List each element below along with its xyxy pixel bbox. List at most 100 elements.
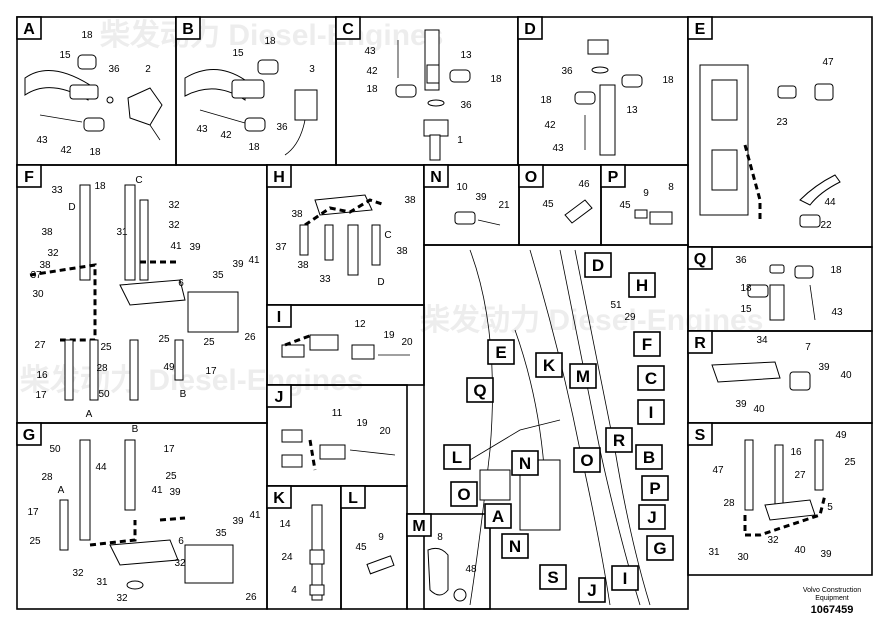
callout-o: O xyxy=(573,447,601,473)
panel-letter: J xyxy=(275,389,284,406)
callout-letter: R xyxy=(613,431,625,450)
panel-label-d: D xyxy=(517,16,543,40)
callout-letter: K xyxy=(543,356,556,375)
ref-number: 18 xyxy=(81,30,93,41)
ref-number: 42 xyxy=(544,120,556,131)
panel-frames xyxy=(16,16,873,610)
ref-number: 45 xyxy=(619,200,631,211)
ref-number: 8 xyxy=(437,532,443,543)
panel-label-a: A xyxy=(16,16,42,40)
drawing-number: 1067459 xyxy=(811,604,854,616)
ref-number: 18 xyxy=(830,265,842,276)
ref-number: 13 xyxy=(460,50,472,61)
callout-o: O xyxy=(450,481,478,507)
ref-number: B xyxy=(180,389,187,400)
ref-number: 43 xyxy=(552,143,564,154)
ref-number: 15 xyxy=(232,48,244,59)
callout-letter: I xyxy=(623,569,628,588)
ref-number: 28 xyxy=(723,498,735,509)
callout-letter: Q xyxy=(473,381,486,400)
callout-letter: J xyxy=(587,581,596,600)
ref-number: 18 xyxy=(248,142,260,153)
panel-letter: R xyxy=(694,335,706,352)
ref-number: 18 xyxy=(89,147,101,158)
callout-n: N xyxy=(501,533,529,559)
panel-label-e: E xyxy=(687,16,713,40)
ref-number: 28 xyxy=(96,363,108,374)
ref-number: 36 xyxy=(108,64,120,75)
ref-number: 32 xyxy=(47,248,59,259)
ref-number: 21 xyxy=(498,200,510,211)
panel-label-g: G xyxy=(16,422,42,446)
ref-number: 36 xyxy=(735,255,747,266)
ref-number: 6 xyxy=(178,278,184,289)
ref-number: 26 xyxy=(244,332,256,343)
ref-number: 36 xyxy=(276,122,288,133)
callout-i: I xyxy=(637,399,665,425)
callout-j: J xyxy=(578,577,606,603)
panel-label-m: M xyxy=(406,513,432,537)
ref-number: 16 xyxy=(790,447,802,458)
ref-number: 39 xyxy=(475,192,487,203)
ref-number: 31 xyxy=(116,227,128,238)
ref-number: 38 xyxy=(39,260,51,271)
ref-number: 33 xyxy=(51,185,63,196)
callout-letter: G xyxy=(653,539,666,558)
callout-letter: E xyxy=(495,343,506,362)
callout-b: B xyxy=(635,444,663,470)
ref-number: 18 xyxy=(490,74,502,85)
callout-s: S xyxy=(539,564,567,590)
ref-number: 2 xyxy=(145,64,151,75)
panel-label-l: L xyxy=(340,485,366,509)
panel-letter: H xyxy=(273,169,285,186)
panel-label-i: I xyxy=(266,304,292,328)
ref-number: 50 xyxy=(49,444,61,455)
ref-number: 39 xyxy=(818,362,830,373)
ref-number: 37 xyxy=(275,242,287,253)
panel-letter: M xyxy=(412,518,425,535)
ref-number: 19 xyxy=(356,418,368,429)
ref-number: 38 xyxy=(297,260,309,271)
panel-label-o: O xyxy=(518,164,544,188)
callout-d: D xyxy=(584,252,612,278)
ref-number: 7 xyxy=(805,342,811,353)
panel-letter: C xyxy=(342,21,354,38)
ref-number: 15 xyxy=(740,304,752,315)
ref-number: 39 xyxy=(232,259,244,270)
ref-number: 31 xyxy=(96,577,108,588)
ref-number: 38 xyxy=(291,209,303,220)
ref-number: 25 xyxy=(203,337,215,348)
callout-letter: A xyxy=(492,507,504,526)
ref-number: 43 xyxy=(196,124,208,135)
ref-number: 40 xyxy=(753,404,765,415)
ref-number: 43 xyxy=(36,135,48,146)
ref-number: 36 xyxy=(561,66,573,77)
callout-p: P xyxy=(641,475,669,501)
ref-number: 36 xyxy=(460,100,472,111)
callout-letter: H xyxy=(636,276,648,295)
ref-number: 48 xyxy=(465,564,477,575)
callout-f: F xyxy=(633,331,661,357)
ref-number: 44 xyxy=(95,462,107,473)
panel-letter: A xyxy=(23,21,35,38)
ref-number: 41 xyxy=(151,485,163,496)
brand-line-1: Volvo Construction xyxy=(803,587,861,594)
ref-number: 17 xyxy=(205,366,217,377)
ref-number: 45 xyxy=(355,542,367,553)
panel-letter: I xyxy=(277,309,281,326)
ref-number: 28 xyxy=(41,472,53,483)
ref-number: 27 xyxy=(794,470,806,481)
overview-number: 51 xyxy=(610,300,622,311)
ref-number: 34 xyxy=(756,335,768,346)
ref-number: 39 xyxy=(189,242,201,253)
ref-number: 43 xyxy=(831,307,843,318)
callout-g: G xyxy=(646,535,674,561)
panel-label-j: J xyxy=(266,384,292,408)
ref-number: 39 xyxy=(169,487,181,498)
ref-number: 50 xyxy=(98,389,110,400)
ref-number: 32 xyxy=(72,568,84,579)
ref-number: C xyxy=(384,230,391,241)
callout-letter: O xyxy=(580,451,593,470)
ref-number: 41 xyxy=(249,510,261,521)
